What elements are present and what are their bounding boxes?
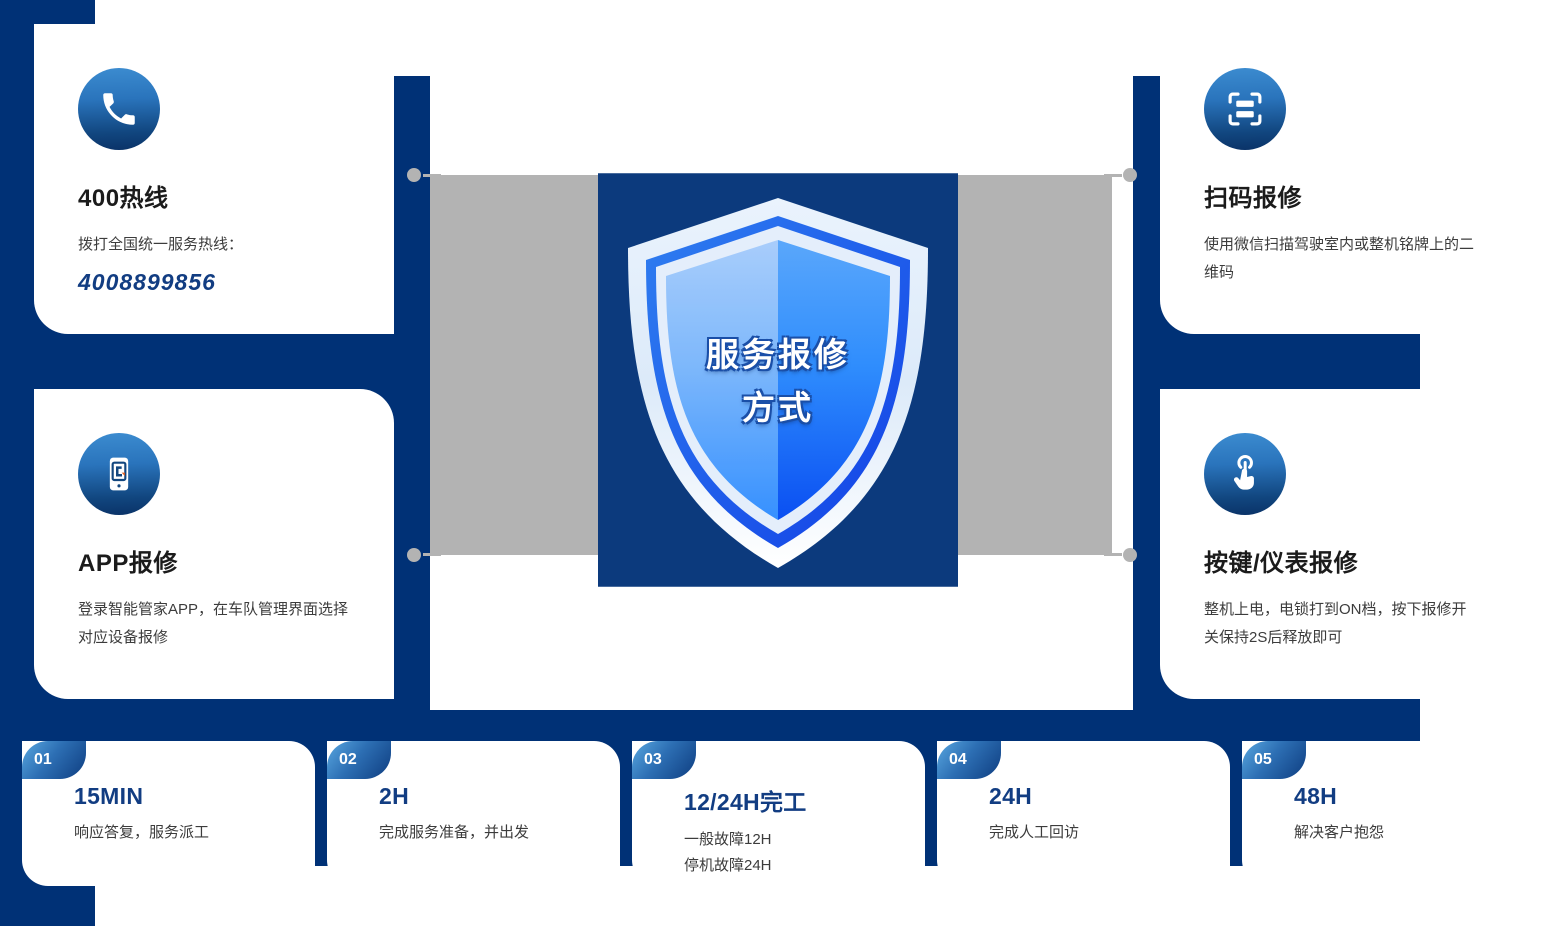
card-title: 按键/仪表报修 <box>1204 550 1359 577</box>
card-app-repair[interactable]: APP报修 登录智能管家APP，在车队管理界面选择对应设备报修 <box>34 389 394 699</box>
central-shield-graphic[interactable]: 服务报修 方式 <box>598 160 958 600</box>
card-description: 整机上电，电锁打到ON档，按下报修开关保持2S后释放即可 <box>1204 601 1467 646</box>
step-card[interactable]: 01 15MIN 响应答复，服务派工 <box>22 741 315 886</box>
step-card[interactable]: 02 2H 完成服务准备，并出发 <box>327 741 620 886</box>
step-body: 12/24H完工 一般故障12H 停机故障24H <box>632 741 925 878</box>
selection-edge-bottomleft <box>423 553 441 556</box>
step-card[interactable]: 05 48H 解决客户抱怨 <box>1242 741 1535 886</box>
step-body: 48H 解决客户抱怨 <box>1242 741 1535 846</box>
step-card[interactable]: 03 12/24H完工 一般故障12H 停机故障24H <box>632 741 925 886</box>
card-description: 登录智能管家APP，在车队管理界面选择对应设备报修 <box>78 601 349 646</box>
card-description: 拨打全国统一服务热线： 4008899856 <box>78 231 350 303</box>
selection-handle-bottom-left[interactable] <box>407 548 421 562</box>
card-title: 扫码报修 <box>1204 185 1302 212</box>
shield-title-text: 服务报修 方式 <box>706 336 850 427</box>
step-body: 15MIN 响应答复，服务派工 <box>22 741 315 846</box>
step-title: 48H <box>1294 783 1338 809</box>
step-description: 一般故障12H 停机故障24H <box>684 831 772 874</box>
tap-hand-icon <box>1204 433 1286 515</box>
qr-scan-icon <box>1204 68 1286 150</box>
card-button-repair[interactable]: 按键/仪表报修 整机上电，电锁打到ON档，按下报修开关保持2S后释放即可 <box>1160 389 1522 699</box>
card-hotline[interactable]: 400热线 拨打全国统一服务热线： 4008899856 <box>34 24 394 334</box>
step-number-badge: 01 <box>22 741 86 779</box>
step-number-badge: 04 <box>937 741 1001 779</box>
selection-handle-top-right[interactable] <box>1123 168 1137 182</box>
step-description: 解决客户抱怨 <box>1294 824 1385 841</box>
card-scan-repair[interactable]: 扫码报修 使用微信扫描驾驶室内或整机铭牌上的二维码 <box>1160 24 1522 334</box>
selection-edge-topright <box>1104 174 1122 177</box>
mobile-app-icon <box>78 433 160 515</box>
hotline-number[interactable]: 4008899856 <box>78 268 216 295</box>
step-title: 2H <box>379 783 410 809</box>
selection-handle-bottom-right[interactable] <box>1123 548 1137 562</box>
selection-edge-topleft <box>423 174 441 177</box>
phone-icon <box>78 68 160 150</box>
step-title: 12/24H完工 <box>684 789 807 815</box>
selection-handle-top-left[interactable] <box>407 168 421 182</box>
selection-edge-bottomright <box>1104 553 1122 556</box>
card-title: APP报修 <box>78 550 178 577</box>
step-card[interactable]: 04 24H 完成人工回访 <box>937 741 1230 886</box>
card-description: 使用微信扫描驾驶室内或整机铭牌上的二维码 <box>1204 236 1475 281</box>
step-title: 24H <box>989 783 1033 809</box>
step-number-badge: 05 <box>1242 741 1306 779</box>
card-desc-text: 拨打全国统一服务热线： <box>78 236 244 253</box>
shield-icon <box>628 198 928 568</box>
step-description: 响应答复，服务派工 <box>74 824 210 841</box>
step-title: 15MIN <box>74 783 144 809</box>
card-title: 400热线 <box>78 185 169 212</box>
step-description: 完成人工回访 <box>989 824 1080 841</box>
step-body: 24H 完成人工回访 <box>937 741 1230 846</box>
step-number-badge: 03 <box>632 741 696 779</box>
step-body: 2H 完成服务准备，并出发 <box>327 741 620 846</box>
step-description: 完成服务准备，并出发 <box>379 824 530 841</box>
step-number-badge: 02 <box>327 741 391 779</box>
